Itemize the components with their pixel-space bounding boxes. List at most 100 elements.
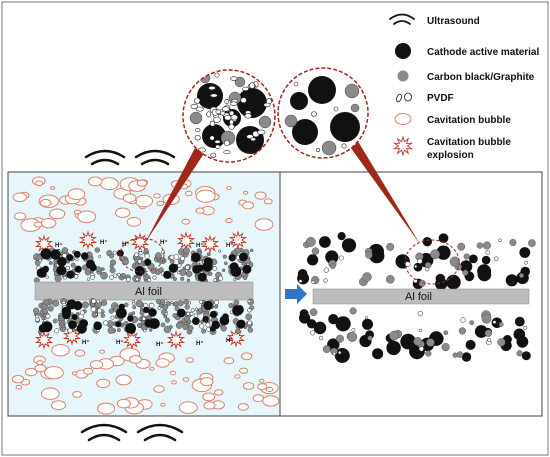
- cavitation-bubble: [77, 210, 97, 224]
- active-particle: [328, 314, 339, 325]
- carbon-particle: [309, 308, 318, 317]
- active-particle: [86, 259, 94, 268]
- ultrasound-wave-icon: [80, 423, 184, 442]
- pvdf-particle: [220, 111, 226, 116]
- active-particle: [199, 272, 206, 280]
- pvdf-particle: [230, 76, 238, 81]
- pvdf-particle: [79, 310, 85, 316]
- active-particle: [62, 310, 71, 320]
- cavitation-bubble: [184, 190, 193, 197]
- cavitation-bubble: [223, 357, 235, 365]
- carbon-particle: [242, 275, 248, 280]
- pvdf-particle: [498, 238, 502, 242]
- active-particle: [148, 308, 157, 317]
- active-particle: [57, 256, 67, 267]
- carbon-particle: [344, 83, 360, 99]
- active-particle: [134, 266, 145, 276]
- carbon-particle: [155, 299, 161, 305]
- pvdf-particle: [364, 316, 368, 320]
- cavitation-bubble: [171, 380, 177, 385]
- pvdf-particle: [193, 97, 201, 104]
- pvdf-particle: [199, 299, 203, 304]
- carbon-particle: [349, 307, 357, 315]
- pvdf-particle: [86, 277, 91, 281]
- carbon-particle: [519, 273, 524, 278]
- pvdf-particle: [186, 311, 191, 316]
- carbon-particle: [516, 350, 523, 357]
- pvdf-particle: [223, 140, 230, 146]
- active-particle: [469, 254, 478, 264]
- pvdf-particle: [341, 143, 347, 149]
- active-particle: [56, 265, 67, 276]
- cavitation-bubble: [51, 344, 70, 357]
- pvdf-particle: [147, 278, 151, 282]
- pvdf-particle: [194, 128, 201, 133]
- carbon-particle: [107, 326, 115, 334]
- cavitation-bubble: [181, 218, 190, 225]
- pvdf-particle: [143, 329, 147, 333]
- carbon-particle: [424, 262, 432, 269]
- cavitation-bubble: [239, 367, 249, 374]
- pvdf-particle: [214, 139, 221, 144]
- pvdf-particle: [338, 255, 344, 261]
- cavitation-bubble: [225, 217, 233, 224]
- zoom-cone-left: [145, 146, 205, 243]
- pvdf-particle: [208, 85, 216, 91]
- electrode-coating-top: [33, 247, 254, 284]
- active-particle: [505, 274, 518, 287]
- active-particle: [192, 317, 200, 325]
- left-al-foil: [34, 281, 254, 301]
- carbon-particle: [201, 328, 207, 334]
- carbon-particle: [109, 253, 115, 259]
- carbon-particle: [241, 261, 246, 266]
- active-particle: [341, 238, 357, 253]
- zoom-circle-left: [182, 69, 276, 163]
- pvdf-particle: [169, 254, 175, 260]
- cavitation-bubble: [99, 177, 119, 191]
- active-particle: [362, 318, 373, 330]
- carbon-particle: [329, 263, 336, 269]
- legend-active-material-label: Cathode active material: [427, 47, 539, 58]
- carbon-particle: [426, 338, 435, 347]
- bubble-explosion: [122, 330, 142, 350]
- active-particle: [239, 252, 248, 262]
- pvdf-particle: [485, 250, 490, 255]
- hydrogen-ion-label: H⁺: [116, 339, 124, 346]
- cavitation-bubble: [51, 400, 66, 411]
- carbon-particle: [135, 300, 143, 308]
- active-particle: [39, 270, 47, 278]
- cavitation-bubble: [195, 189, 216, 203]
- carbon-particle: [462, 269, 469, 276]
- hydrogen-ion-label: H⁺: [100, 239, 108, 246]
- active-particle: [292, 119, 318, 145]
- carbon-particle: [186, 319, 192, 324]
- pvdf-particle: [74, 274, 79, 279]
- carbon-particle: [441, 343, 450, 352]
- legend-bubble-icon: [394, 113, 412, 125]
- cavitation-bubble: [87, 176, 103, 187]
- carbon-particle: [476, 242, 484, 249]
- pvdf-particle: [418, 328, 423, 333]
- carbon-particle: [389, 330, 399, 341]
- carbon-particle: [367, 335, 373, 341]
- carbon-particle: [208, 271, 213, 276]
- hydrogen-ion-label: H⁺: [196, 340, 204, 347]
- carbon-particle: [484, 329, 493, 337]
- active-particle: [513, 328, 526, 341]
- carbon-particle: [54, 275, 62, 282]
- cavitation-bubble: [71, 371, 78, 376]
- pvdf-particle: [337, 350, 342, 355]
- legend-explosion-label-1: Cavitation bubble: [427, 137, 511, 148]
- active-particle: [79, 319, 88, 328]
- carbon-particle: [189, 111, 203, 125]
- active-particle: [116, 307, 127, 319]
- carbon-particle: [148, 328, 153, 332]
- cavitation-bubble: [254, 191, 267, 200]
- pvdf-particle: [90, 274, 96, 280]
- carbon-particle: [228, 303, 234, 309]
- cavitation-bubble: [11, 375, 25, 384]
- active-particle: [115, 321, 122, 328]
- pvdf-particle: [45, 313, 51, 319]
- pvdf-particle: [233, 278, 237, 282]
- carbon-particle: [94, 247, 100, 253]
